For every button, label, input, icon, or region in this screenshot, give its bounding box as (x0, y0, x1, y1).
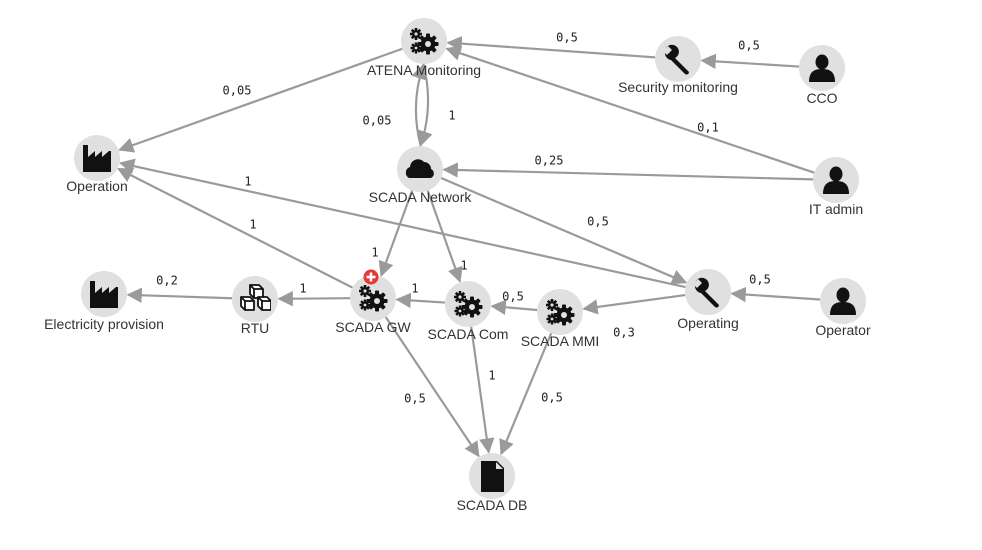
edge-label: 1 (244, 175, 251, 189)
edge-scadacom-to-scadadb[interactable] (470, 326, 495, 454)
edge-label: 1 (411, 282, 418, 296)
node-scadacom[interactable]: SCADA Com (428, 281, 509, 342)
node-circle (655, 36, 701, 82)
node-label: SCADA Com (428, 326, 509, 342)
node-operating[interactable]: Operating (677, 269, 739, 331)
edge-label: 1 (448, 109, 455, 123)
edge-itadmin-to-scadanet[interactable] (442, 162, 814, 181)
edge-layer (117, 35, 821, 458)
edge-label: 0,5 (541, 391, 563, 405)
edge-atena-to-scadanet[interactable] (417, 63, 433, 147)
edge-label: 0,05 (223, 84, 252, 98)
edge-rtu-to-elec[interactable] (126, 287, 233, 303)
node-circle (232, 276, 278, 322)
node-label: RTU (241, 320, 270, 336)
node-label: Operating (677, 315, 738, 331)
edge-label: 0,5 (587, 215, 609, 229)
edge-label: 1 (460, 259, 467, 273)
edge-label: 1 (249, 218, 256, 232)
node-label: Security monitoring (618, 79, 738, 95)
node-rtu[interactable]: RTU (232, 276, 278, 336)
node-atena[interactable]: ATENA Monitoring (367, 18, 481, 78)
node-operator[interactable]: Operator (815, 278, 871, 338)
edge-label: 1 (299, 282, 306, 296)
edge-operating-to-operation[interactable] (118, 158, 686, 289)
node-scadagw[interactable]: SCADA GW (335, 275, 412, 335)
edge-scadagw-to-rtu[interactable] (277, 290, 351, 307)
node-label: Operation (66, 178, 127, 194)
edge-label-layer: 0,5 0,5 0,05 0,05 1 0,1 0,25 1 1 0,5 1 1 0,2 1 1 0,5 0,3… (156, 31, 771, 406)
node-circle (685, 269, 731, 315)
edge-label: 0,1 (697, 121, 719, 135)
node-scadanet[interactable]: SCADA Network (369, 146, 473, 205)
edge-cco-to-secmon[interactable] (700, 53, 800, 70)
edge-scadanet-to-scadagw[interactable] (378, 190, 414, 277)
edge-secmon-to-atena[interactable] (446, 35, 656, 59)
edge-scadagw-to-scadadb[interactable] (384, 316, 480, 458)
node-label: IT admin (809, 201, 863, 217)
edge-label: 1 (371, 246, 378, 260)
node-label: SCADA GW (335, 319, 411, 335)
edge-label: 0,5 (749, 273, 771, 287)
edge-label: 0,3 (613, 326, 635, 340)
plus-badge-icon[interactable] (363, 269, 379, 285)
edge-atena-to-operation[interactable] (118, 47, 403, 153)
node-scadadb[interactable]: SCADA DB (457, 453, 528, 513)
edge-label: 0,2 (156, 274, 178, 288)
edge-scadammi-to-scadacom[interactable] (490, 299, 538, 315)
edge-label: 0,5 (502, 290, 524, 304)
node-itadmin[interactable]: IT admin (809, 157, 863, 217)
node-operation[interactable]: Operation (66, 135, 128, 194)
node-cco[interactable]: CCO (799, 45, 845, 106)
node-scadammi[interactable]: SCADA MMI (521, 289, 600, 349)
edge-label: 1 (488, 369, 495, 383)
node-elec[interactable]: Electricity provision (44, 271, 164, 332)
edge-label: 0,5 (556, 31, 578, 45)
document-icon (481, 461, 504, 492)
edge-label: 0,05 (363, 114, 392, 128)
node-label: SCADA Network (369, 189, 473, 205)
node-label: SCADA DB (457, 497, 528, 513)
edge-label: 0,5 (738, 39, 760, 53)
edge-label: 0,5 (404, 392, 426, 406)
edge-scadagw-to-operation[interactable] (117, 167, 353, 289)
node-label: CCO (806, 90, 837, 106)
node-label: Electricity provision (44, 316, 164, 332)
node-label: SCADA MMI (521, 333, 600, 349)
edge-scadacom-to-scadagw[interactable] (395, 292, 446, 309)
edge-scadammi-to-scadadb[interactable] (499, 332, 553, 456)
node-label: ATENA Monitoring (367, 62, 481, 78)
node-label: Operator (815, 322, 871, 338)
node-secmon[interactable]: Security monitoring (618, 36, 738, 95)
edge-scadanet-to-operating[interactable] (440, 177, 688, 285)
edge-scadanet-to-scadacom[interactable] (426, 190, 463, 283)
edge-label: 0,25 (535, 154, 564, 168)
edge-operator-to-operating[interactable] (730, 286, 821, 303)
edge-itadmin-to-atena[interactable] (445, 45, 815, 174)
edge-operating-to-scadammi[interactable] (582, 293, 686, 315)
